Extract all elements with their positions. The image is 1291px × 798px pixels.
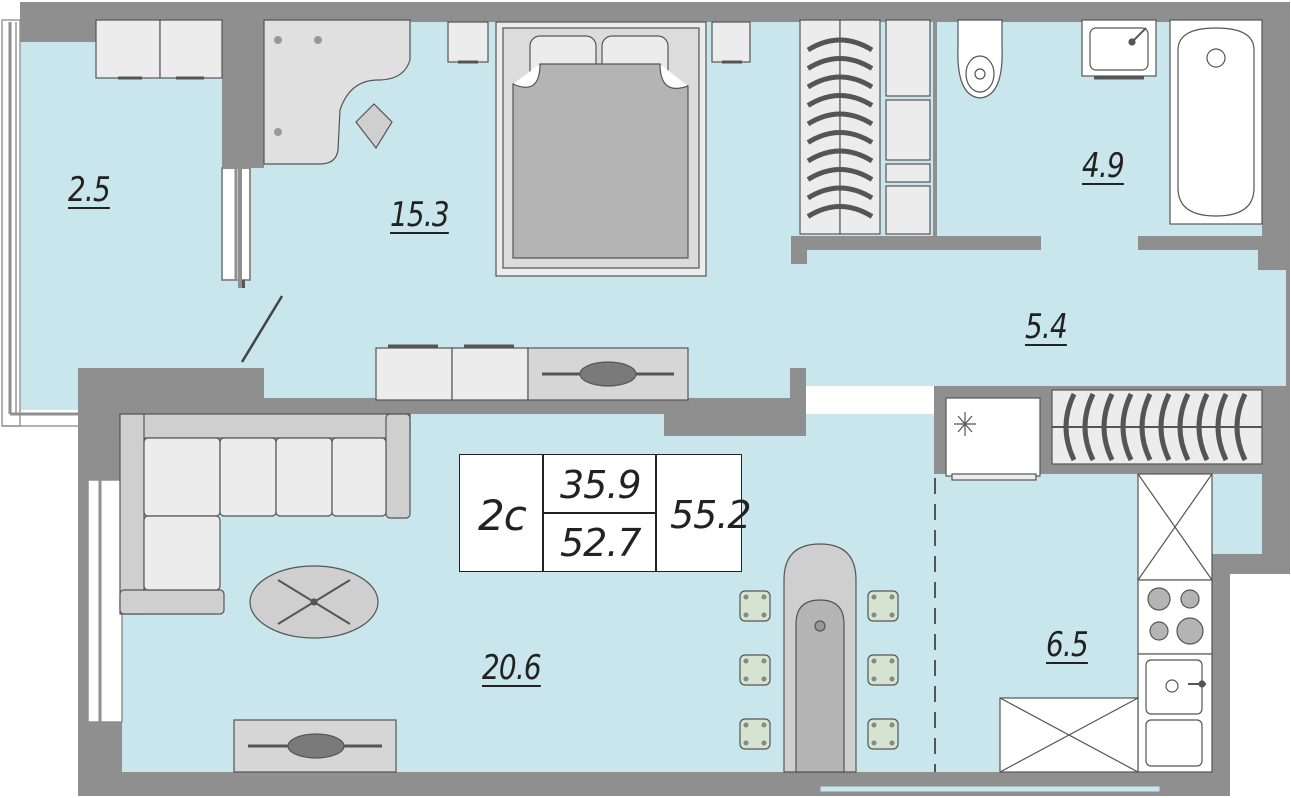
hanger: [1196, 392, 1210, 462]
hanger: [806, 111, 874, 127]
hanger: [1082, 392, 1096, 462]
chair-leg: [743, 676, 749, 682]
left-wall: [78, 414, 122, 480]
hanger: [1215, 392, 1229, 462]
chair-leg: [743, 594, 749, 600]
bedroom-living-wall: [78, 368, 264, 414]
chair-leg: [889, 612, 895, 618]
living-area-value: 35.9: [560, 463, 642, 507]
bathroom-fixtures: [957, 19, 1263, 225]
apartment-type: 2с: [478, 491, 527, 540]
hanger: [1158, 392, 1172, 462]
room-label-hallway: 5.4: [1025, 307, 1068, 347]
hanger: [1177, 392, 1191, 462]
dining-chairs: [739, 590, 899, 750]
chair-leg: [889, 740, 895, 746]
chair-leg: [761, 740, 767, 746]
hanger: [806, 56, 874, 71]
chair-leg: [743, 722, 749, 728]
door-leaf: [240, 295, 284, 363]
balcony-wall: [222, 16, 264, 168]
hanger: [806, 148, 874, 164]
balcony-cabinets: [95, 19, 223, 80]
wardrobe-hangers: [806, 37, 874, 219]
chair-leg: [761, 594, 767, 600]
chair-leg: [889, 594, 895, 600]
chair-leg: [889, 658, 895, 664]
top-wall: [20, 2, 1290, 22]
hanger: [806, 185, 874, 201]
chair-leg: [761, 676, 767, 682]
total-area-value: 55.2: [670, 493, 752, 537]
room-label-balcony: 2.5: [68, 170, 111, 210]
desk: [263, 19, 411, 165]
chair-leg: [889, 676, 895, 682]
hanger: [806, 167, 874, 182]
chair-leg: [761, 658, 767, 664]
living-window: [87, 479, 123, 723]
chair-leg: [889, 722, 895, 728]
hanger: [806, 130, 874, 145]
balcony-glazing: [1, 19, 80, 427]
hanger: [1063, 392, 1077, 462]
chair-leg: [871, 740, 877, 746]
tv-console-bottom: [233, 719, 397, 773]
hanger: [1101, 392, 1115, 462]
hanger: [1139, 392, 1153, 462]
chair-leg: [871, 676, 877, 682]
right-wall: [1262, 2, 1290, 270]
fridge: [945, 397, 1041, 481]
hanger: [1120, 392, 1134, 462]
chair-leg: [743, 658, 749, 664]
hanger: [1234, 392, 1248, 462]
bed: [447, 21, 751, 277]
stove: [1137, 579, 1213, 655]
room-label-living-room: 20.6: [482, 648, 542, 688]
hall-wardrobe-hangers: [1063, 392, 1248, 462]
room-label-bathroom: 4.9: [1082, 146, 1125, 186]
room-label-bedroom: 15.3: [390, 195, 450, 235]
desk-chair: [355, 103, 393, 150]
hallway-floor: [794, 236, 1290, 386]
chair-leg: [871, 658, 877, 664]
chair-leg: [761, 612, 767, 618]
chair-leg: [871, 722, 877, 728]
chair-leg: [761, 722, 767, 728]
hanger: [806, 93, 874, 108]
sofa: [119, 413, 411, 615]
area-without-balcony-value: 52.7: [560, 521, 642, 565]
chair-leg: [871, 594, 877, 600]
hanger: [806, 204, 874, 219]
chair-leg: [871, 612, 877, 618]
chair-leg: [743, 740, 749, 746]
room-label-kitchen: 6.5: [1046, 625, 1089, 665]
dining-table: [783, 543, 857, 773]
balcony-floor: [14, 22, 228, 410]
chair-leg: [743, 612, 749, 618]
hanger: [806, 74, 874, 90]
apartment-area-box: 2с 35.9 52.7 55.2: [459, 454, 752, 572]
coffee-table: [249, 565, 379, 639]
tv-console-top: [375, 344, 689, 401]
wardrobe: [799, 19, 931, 235]
hanger: [806, 37, 874, 53]
kitchen-set: [999, 473, 1213, 773]
